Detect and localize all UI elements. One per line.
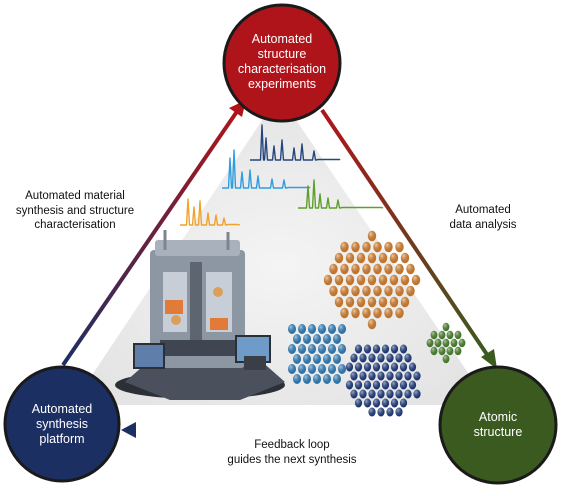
- node-atomic-structure-circle: [438, 365, 558, 485]
- nanoparticle-clusters: [288, 230, 466, 417]
- arrowhead-bottom-edge: [121, 422, 136, 438]
- light-blue-spectrum: [222, 149, 311, 189]
- arrowhead-right-edge: [481, 349, 497, 369]
- node-atomic-structure-label: Atomic structure: [473, 410, 523, 439]
- edge-right-label: Automated data analysis: [449, 204, 517, 231]
- orange-cluster: [323, 230, 421, 330]
- edge-bottom-label: Feedback loop guides the next synthesis: [227, 439, 357, 466]
- node-characterisation-circle: [222, 3, 342, 123]
- edge-characterisation-to-structure: [320, 108, 490, 358]
- green-cluster: [426, 322, 466, 364]
- light-blue-cluster: [288, 324, 346, 384]
- node-synthesis-circle: [3, 365, 121, 483]
- node-synthesis-label: Automated synthesis platform: [31, 402, 93, 446]
- green-spectrum: [298, 179, 384, 209]
- dark-blue-spectrum: [250, 124, 341, 161]
- xrd-spectra: [180, 124, 384, 226]
- node-characterisation-label: Automated structure characterisation exp…: [237, 32, 327, 91]
- edge-synthesis-to-characterisation: [61, 108, 240, 367]
- dark-blue-cluster: [345, 344, 421, 417]
- lab-robot-illustration: [115, 230, 285, 400]
- edge-left-label: Automated material synthesis and structu…: [15, 190, 135, 231]
- orange-spectrum: [180, 198, 241, 226]
